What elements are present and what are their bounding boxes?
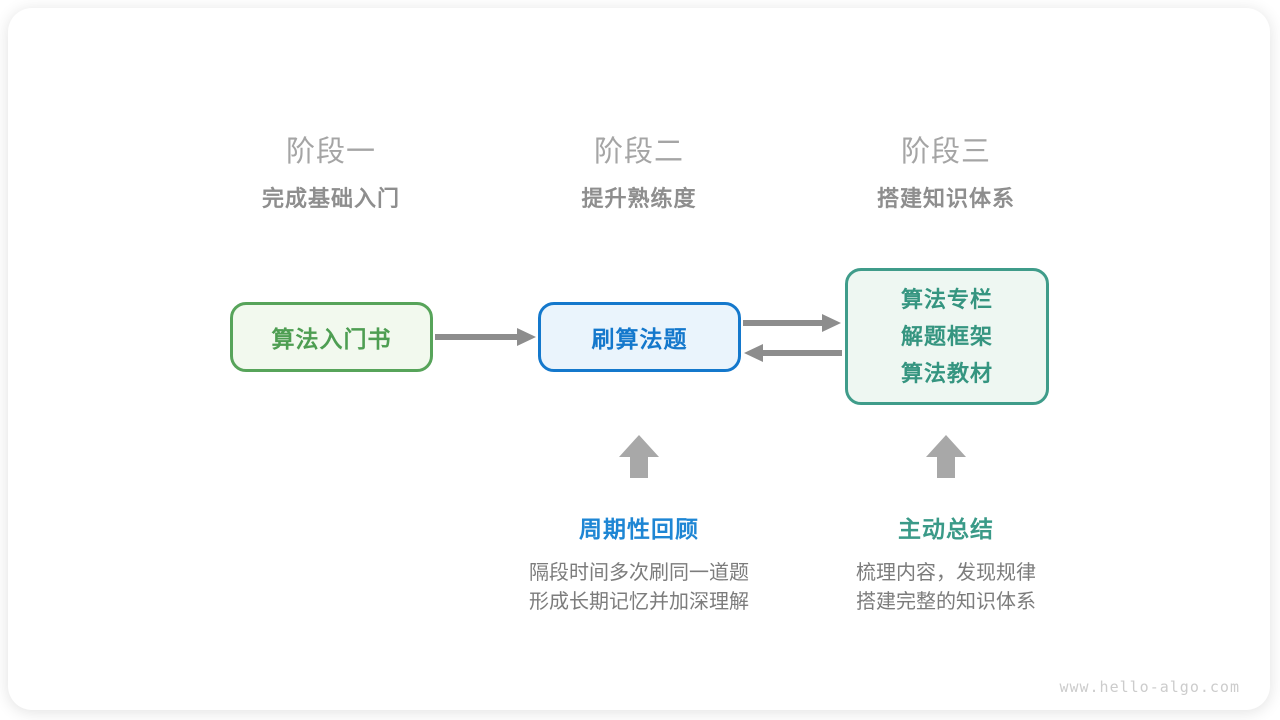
node-knowledge: 算法专栏 解题框架 算法教材 (845, 268, 1049, 405)
watermark: www.hello-algo.com (1059, 678, 1240, 696)
stage-2-subtitle: 提升熟练度 (581, 186, 697, 211)
node-knowledge-line-3: 算法教材 (900, 361, 993, 386)
node-practice: 刷算法题 (538, 302, 741, 372)
annotation-review-line-2: 形成长期记忆并加深理解 (529, 591, 749, 613)
annotation-summary-line-1: 梳理内容，发现规律 (856, 562, 1036, 584)
stage-1-subtitle: 完成基础入门 (261, 186, 400, 211)
node-intro-book: 算法入门书 (230, 302, 433, 372)
annotation-summary-desc: 梳理内容，发现规律 搭建完整的知识体系 (766, 559, 1126, 617)
node-knowledge-line-1: 算法专栏 (900, 287, 993, 312)
annotation-summary-line-2: 搭建完整的知识体系 (856, 591, 1036, 613)
stage-1-title: 阶段一 (285, 136, 376, 168)
stage-3-title: 阶段三 (900, 136, 991, 168)
annotation-review-desc: 隔段时间多次刷同一道题 形成长期记忆并加深理解 (459, 559, 819, 617)
stage-3-subtitle: 搭建知识体系 (876, 186, 1015, 211)
node-practice-label: 刷算法题 (591, 326, 688, 352)
node-intro-book-label: 算法入门书 (271, 326, 392, 352)
annotation-review-heading: 周期性回顾 (579, 516, 699, 542)
stage-2-title: 阶段二 (593, 136, 684, 168)
annotation-summary-heading: 主动总结 (898, 516, 994, 542)
annotation-review-line-1: 隔段时间多次刷同一道题 (529, 562, 749, 584)
node-knowledge-line-2: 解题框架 (900, 324, 993, 349)
